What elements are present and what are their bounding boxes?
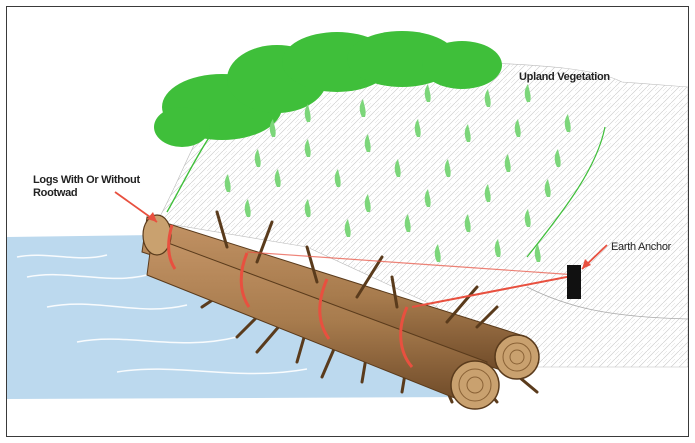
earth-anchor-label: Earth Anchor bbox=[611, 241, 671, 254]
diagram-frame: Upland Vegetation Logs With Or Without R… bbox=[6, 6, 689, 437]
logs-label-line1: Logs With Or Without bbox=[33, 174, 143, 187]
logs-label-line2: Rootwad bbox=[33, 187, 143, 200]
logs-label: Logs With Or Without Rootwad bbox=[33, 174, 143, 199]
earth-anchor bbox=[567, 265, 581, 299]
log-back-end bbox=[495, 335, 539, 379]
log-front-end bbox=[451, 361, 499, 409]
upland-vegetation-label: Upland Vegetation bbox=[519, 71, 610, 84]
